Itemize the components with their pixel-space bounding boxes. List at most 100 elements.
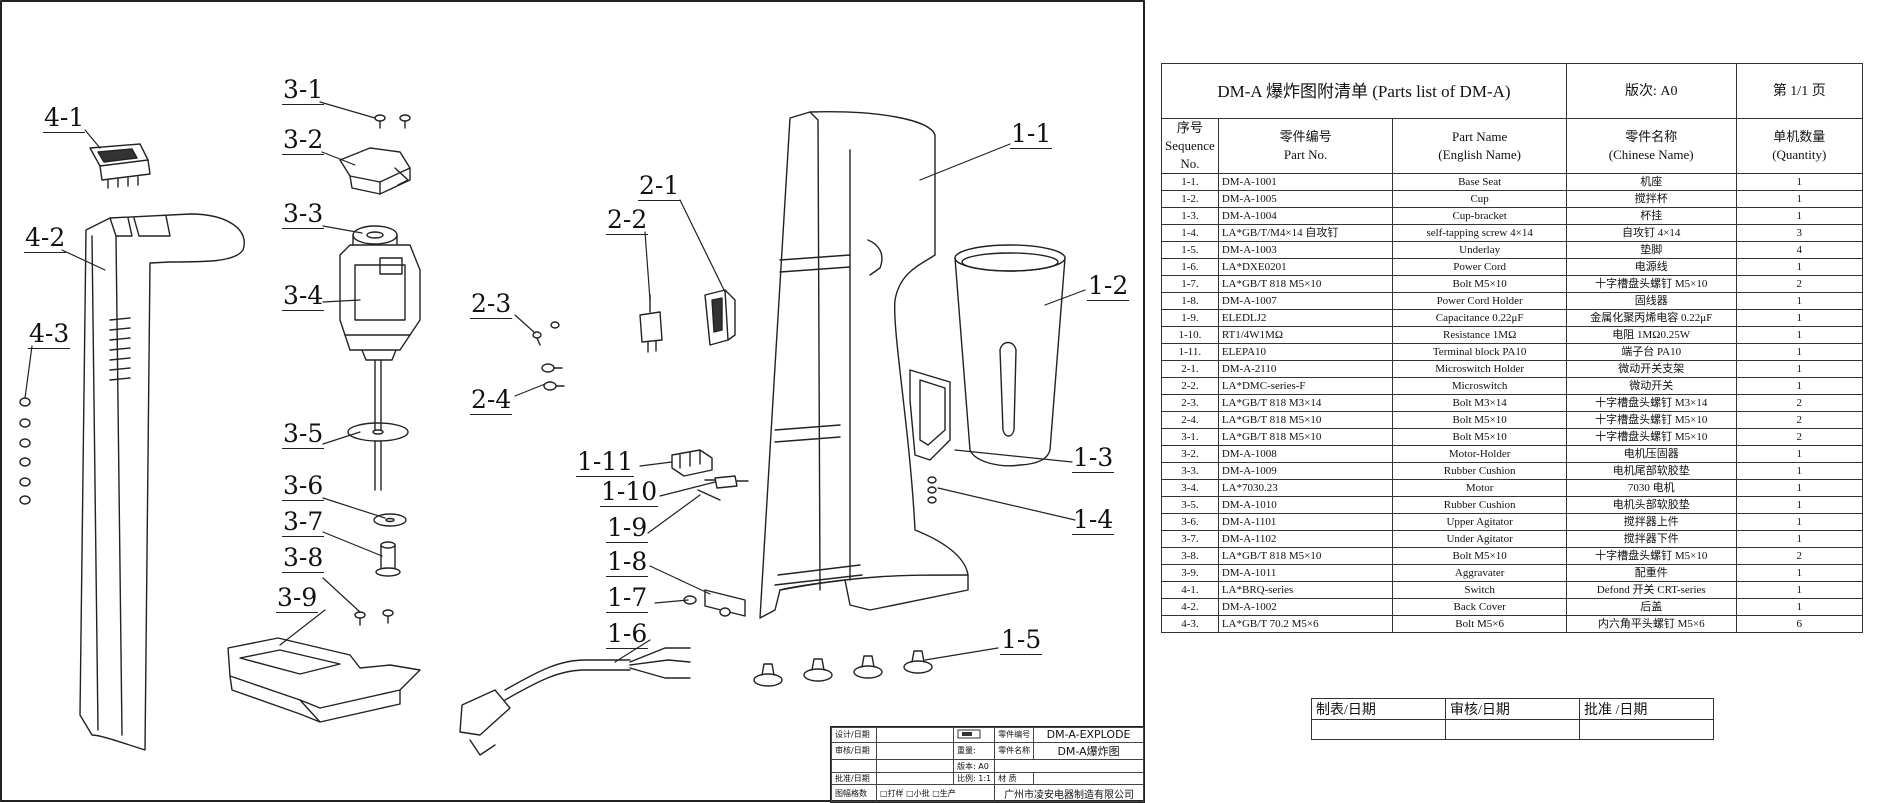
signature-approved-label: 批准 /日期 [1579,698,1714,720]
signature-prepared-value [1311,719,1446,740]
row-qty: 1 [1735,190,1864,208]
row-part-no: LA*GB/T 818 M5×10 [1217,275,1394,293]
row-qty: 1 [1735,377,1864,395]
callout-4-2: 4-2 [24,223,67,253]
resistor-capacitor-part [697,475,749,501]
row-name-cn: 电源线 [1565,258,1737,276]
row-seq: 3-3. [1161,462,1219,480]
row-qty: 2 [1735,428,1864,446]
row-name-en: Aggravater [1392,564,1567,582]
row-qty: 1 [1735,496,1864,514]
drawing-logo [952,727,996,743]
parts-list-title: DM-A 爆炸图附清单 (Parts list of DM-A) [1161,63,1567,119]
row-name-cn: 电阻 1MΩ0.25W [1565,326,1737,344]
row-part-no: DM-A-1007 [1217,292,1394,310]
screws-part-3-8 [354,609,394,626]
callout-3-6: 3-6 [282,471,325,501]
row-qty: 1 [1735,445,1864,463]
signature-prepared-label: 制表/日期 [1311,698,1446,720]
callout-3-8: 3-8 [282,543,325,573]
callout-1-7: 1-7 [606,583,649,613]
header-name-cn: 零件名称(Chinese Name) [1565,118,1737,174]
callout-1-5: 1-5 [1000,625,1043,655]
row-name-cn: 杯挂 [1565,207,1737,225]
production-stage-checkboxes: □打样 □小批 □生产 [875,784,996,802]
part-name-value: DM-A爆炸图 [1033,741,1144,761]
row-part-no: DM-A-1005 [1217,190,1394,208]
row-seq: 1-2. [1161,190,1219,208]
part-name-label: 零件名称 [994,741,1035,761]
motor-holder-part [339,147,411,195]
signature-checked-label: 审核/日期 [1445,698,1580,720]
row-name-en: Rubber Cushion [1392,462,1567,480]
callout-1-6: 1-6 [606,619,649,649]
row-name-cn: 搅拌器下件 [1565,530,1737,548]
row-part-no: LA*GB/T 818 M5×10 [1217,547,1394,565]
row-qty: 4 [1735,241,1864,259]
under-agitator-part [375,541,401,577]
callout-2-2: 2-2 [606,205,649,235]
version-label: 版本: A0 [952,759,996,773]
row-qty: 1 [1735,513,1864,531]
row-seq: 3-2. [1161,445,1219,463]
row-name-en: Upper Agitator [1392,513,1567,531]
row-name-cn: 自攻钉 4×14 [1565,224,1737,242]
row-name-cn: 电机压固器 [1565,445,1737,463]
row-part-no: LA*GB/T 818 M5×10 [1217,411,1394,429]
signature-checked-value [1445,719,1580,740]
row-seq: 1-10. [1161,326,1219,344]
callout-3-2: 3-2 [282,125,325,155]
row-name-en: Microswitch Holder [1392,360,1567,378]
row-qty: 1 [1735,173,1864,191]
row-seq: 2-1. [1161,360,1219,378]
bolts-part-2 [532,321,565,391]
callout-3-1: 3-1 [282,75,325,105]
base-seat-part [759,111,969,619]
company-name: 广州市凌安电器制造有限公司 [994,784,1144,802]
row-seq: 1-11. [1161,343,1219,361]
back-cover-part [79,213,245,751]
row-name-cn: Defond 开关 CRT-series [1565,581,1737,599]
signature-approved-value [1579,719,1714,740]
microswitch-part [639,294,663,353]
row-part-no: RT1/4W1MΩ [1217,326,1394,344]
row-name-cn: 搅拌器上件 [1565,513,1737,531]
row-name-en: Bolt M5×6 [1392,615,1567,633]
microswitch-holder-part [704,289,736,346]
drawing-logo-icon [957,729,981,739]
cup-bracket-part [909,369,951,461]
row-name-cn: 端子台 PA10 [1565,343,1737,361]
row-part-no: DM-A-2110 [1217,360,1394,378]
row-part-no: DM-A-1011 [1217,564,1394,582]
row-part-no: ELEDLJ2 [1217,309,1394,327]
part-no-label: 零件编号 [994,727,1035,743]
row-qty: 1 [1735,479,1864,497]
parts-list-title-row: DM-A 爆炸图附清单 (Parts list of DM-A) 版次: A0 … [1161,63,1864,119]
row-seq: 2-2. [1161,377,1219,395]
row-part-no: DM-A-1004 [1217,207,1394,225]
row-name-cn: 搅拌杯 [1565,190,1737,208]
screws-part-4-3 [19,397,31,505]
row-qty: 1 [1735,326,1864,344]
row-qty: 1 [1735,581,1864,599]
row-name-en: Bolt M5×10 [1392,547,1567,565]
row-name-cn: 后盖 [1565,598,1737,616]
row-name-cn: 垫脚 [1565,241,1737,259]
row-part-no: DM-A-1002 [1217,598,1394,616]
approver-label: 批准/日期 [831,771,877,786]
row-part-no: LA*7030.23 [1217,479,1394,497]
row-name-en: Bolt M5×10 [1392,275,1567,293]
